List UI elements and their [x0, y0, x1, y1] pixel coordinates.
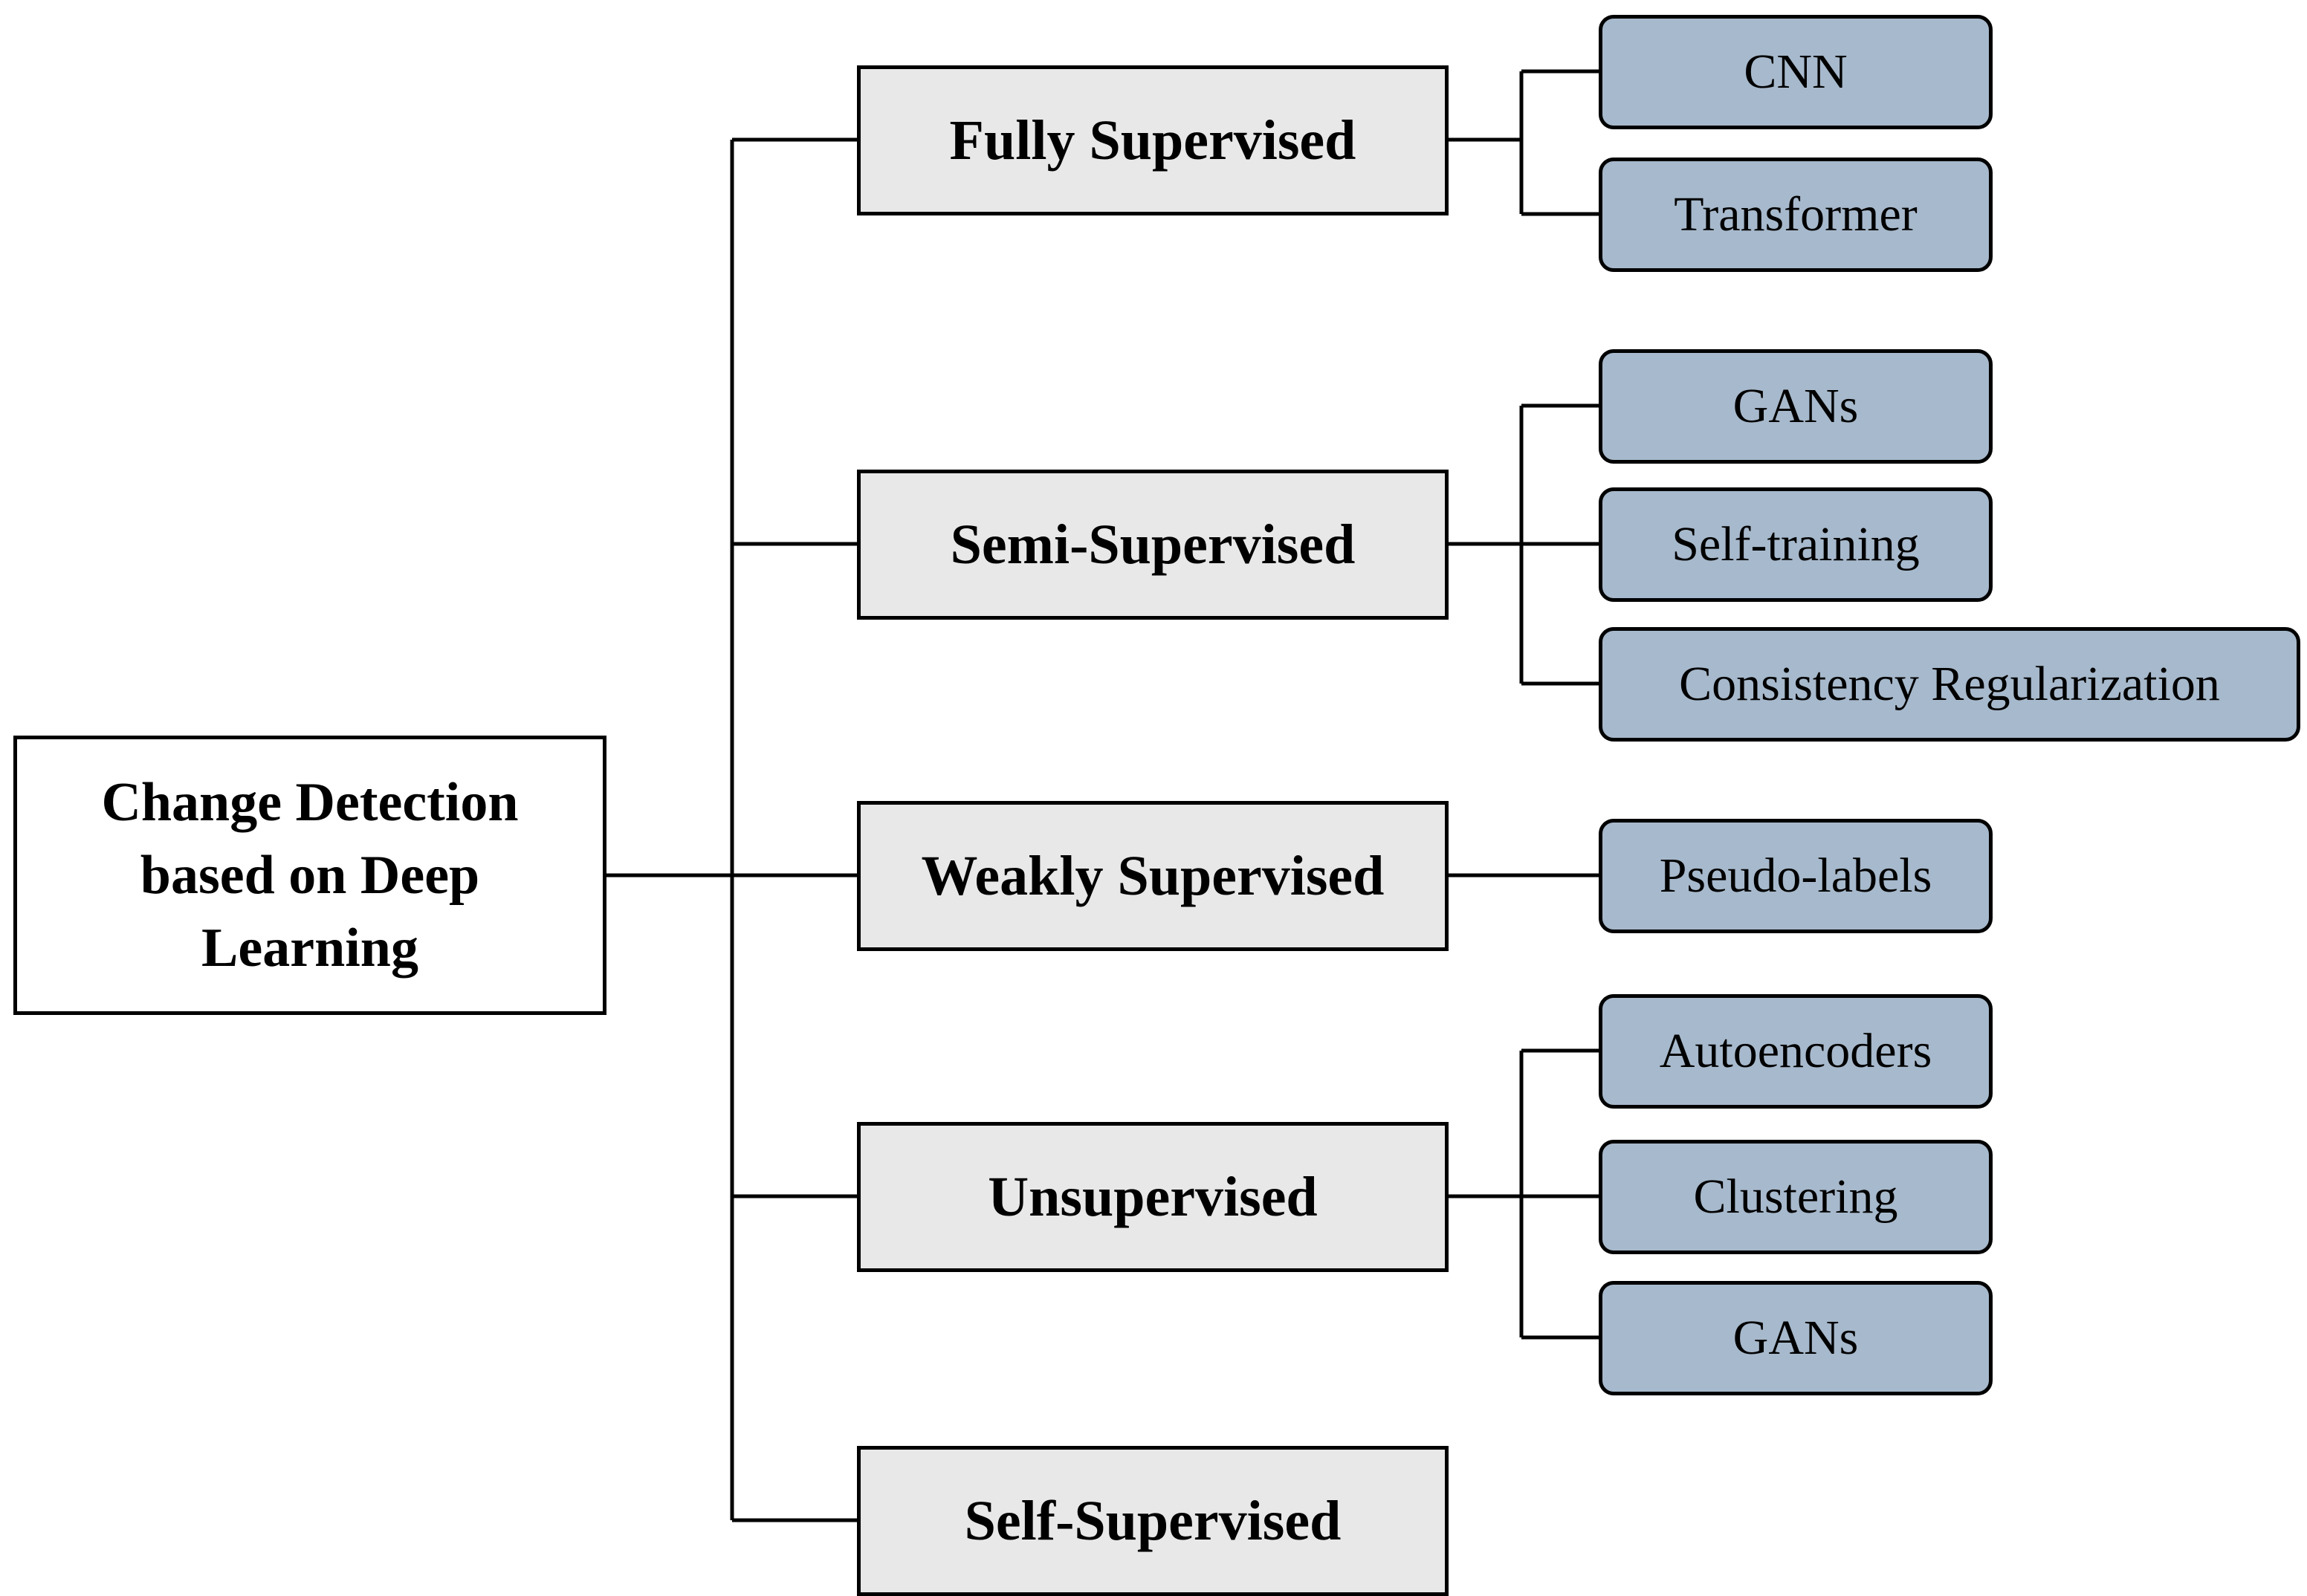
- leaf-label: Pseudo-labels: [1659, 849, 1932, 903]
- leaf-autoencoders: Autoencoders: [1599, 994, 1993, 1109]
- category-label: Self-Supervised: [964, 1489, 1342, 1552]
- leaf-label: CNN: [1744, 45, 1848, 99]
- root-node-label: Change Detection based on Deep Learning: [101, 772, 519, 979]
- leaf-clustering: Clustering: [1599, 1140, 1993, 1254]
- leaf-label: Self-training: [1672, 517, 1920, 571]
- category-fully-supervised: Fully Supervised: [857, 65, 1449, 215]
- category-label: Weakly Supervised: [921, 844, 1385, 907]
- category-unsupervised: Unsupervised: [857, 1122, 1449, 1272]
- category-self-supervised: Self-Supervised: [857, 1446, 1449, 1596]
- leaf-label: Consistency Regularization: [1679, 657, 2220, 711]
- leaf-label: Transformer: [1674, 187, 1918, 241]
- leaf-consistency-regularization: Consistency Regularization: [1599, 627, 2300, 742]
- leaf-transformer: Transformer: [1599, 158, 1993, 272]
- leaf-label: Autoencoders: [1659, 1024, 1932, 1078]
- leaf-pseudo-labels: Pseudo-labels: [1599, 819, 1993, 933]
- leaf-self-training: Self-training: [1599, 487, 1993, 602]
- leaf-gans-unsup: GANs: [1599, 1281, 1993, 1395]
- category-label: Semi-Supervised: [950, 513, 1356, 576]
- category-weakly-supervised: Weakly Supervised: [857, 801, 1449, 951]
- leaf-label: GANs: [1732, 1311, 1859, 1365]
- leaf-label: Clustering: [1693, 1170, 1898, 1224]
- leaf-gans-semi: GANs: [1599, 349, 1993, 464]
- leaf-cnn: CNN: [1599, 15, 1993, 129]
- leaf-label: GANs: [1732, 379, 1859, 433]
- category-label: Unsupervised: [988, 1165, 1318, 1228]
- root-node: Change Detection based on Deep Learning: [13, 736, 606, 1015]
- category-label: Fully Supervised: [949, 108, 1356, 172]
- category-semi-supervised: Semi-Supervised: [857, 470, 1449, 620]
